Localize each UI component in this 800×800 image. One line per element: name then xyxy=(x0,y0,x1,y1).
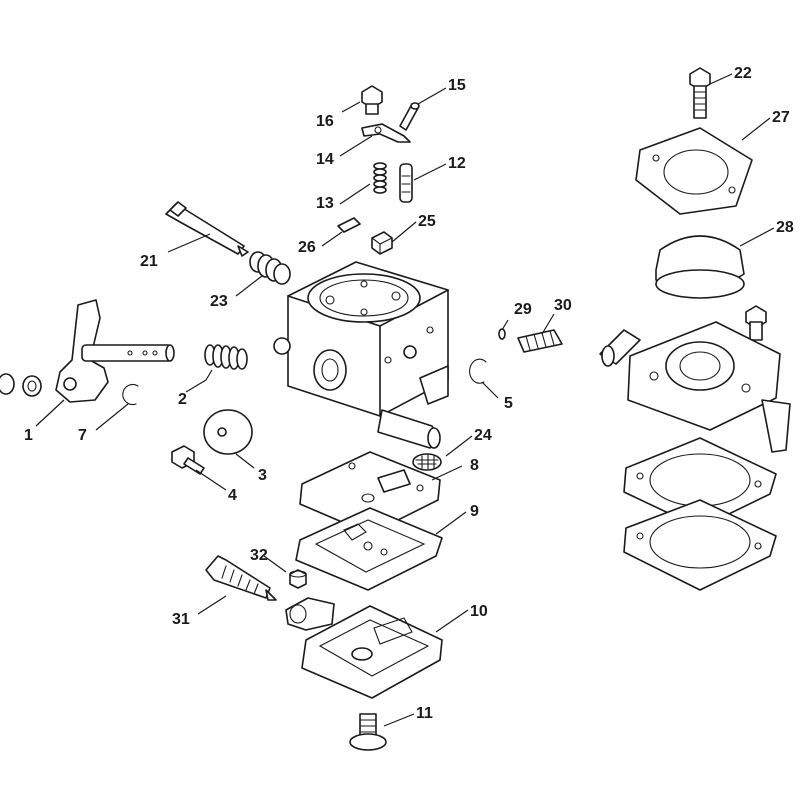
callout-15: 15 xyxy=(448,77,466,94)
callout-1: 1 xyxy=(24,427,33,444)
part-right-gasket xyxy=(623,499,777,591)
part-27-flange xyxy=(635,127,753,215)
callout-27: 27 xyxy=(772,109,790,126)
callout-30: 30 xyxy=(554,297,572,314)
part-washers-left xyxy=(0,373,42,397)
part-21-needle xyxy=(165,201,249,257)
callout-11: 11 xyxy=(416,705,433,722)
part-23-spring xyxy=(249,251,291,285)
part-32-plug xyxy=(289,569,307,589)
part-31-screw xyxy=(205,555,277,601)
callout-23: 23 xyxy=(210,293,228,310)
part-9-gasket xyxy=(295,507,443,591)
part-pump-body xyxy=(599,321,791,453)
part-1-throttle-shaft xyxy=(55,299,175,403)
part-28-primer-bulb xyxy=(655,235,745,299)
callout-13: 13 xyxy=(316,195,334,212)
part-30-screw xyxy=(517,329,563,353)
part-4-screw xyxy=(171,445,205,475)
part-10-cover xyxy=(285,597,443,699)
callout-24: 24 xyxy=(474,427,492,444)
part-26-pin xyxy=(337,217,361,233)
callout-26: 26 xyxy=(298,239,316,256)
part-3-disc xyxy=(203,409,253,455)
part-24-screen xyxy=(412,453,442,471)
part-8-plate xyxy=(299,451,441,535)
callout-labels: 1 2 3 4 5 7 8 9 10 11 12 13 14 15 16 21 … xyxy=(24,65,794,722)
part-5-clip xyxy=(469,358,487,384)
part-29-washer xyxy=(498,328,506,340)
leader-lines xyxy=(35,73,775,727)
callout-14: 14 xyxy=(316,151,334,168)
callout-12: 12 xyxy=(448,155,466,172)
callout-21: 21 xyxy=(140,253,158,270)
part-16-screw xyxy=(361,85,383,115)
callout-8: 8 xyxy=(470,457,479,474)
callout-16: 16 xyxy=(316,113,334,130)
callout-32: 32 xyxy=(250,547,268,564)
callout-29: 29 xyxy=(514,301,532,318)
part-2-spring xyxy=(204,344,248,370)
carburetor-body xyxy=(273,261,449,449)
callout-25: 25 xyxy=(418,213,436,230)
callout-5: 5 xyxy=(504,395,513,412)
callout-3: 3 xyxy=(258,467,267,484)
part-11-screw xyxy=(349,713,387,751)
part-15-pin xyxy=(399,102,420,131)
callout-10: 10 xyxy=(470,603,488,620)
callout-28: 28 xyxy=(776,219,794,236)
part-13-spring xyxy=(373,162,387,194)
callout-22: 22 xyxy=(734,65,752,82)
part-25-nut xyxy=(371,231,393,255)
part-7-clip xyxy=(122,383,139,406)
part-14-lever xyxy=(361,123,411,143)
callout-7: 7 xyxy=(78,427,87,444)
part-right-screw xyxy=(745,305,767,341)
callout-9: 9 xyxy=(470,503,479,520)
callout-4: 4 xyxy=(228,487,237,504)
part-22-screw xyxy=(689,67,711,119)
callout-31: 31 xyxy=(172,611,190,628)
callout-2: 2 xyxy=(178,391,187,408)
part-12-needle-valve xyxy=(399,163,413,203)
